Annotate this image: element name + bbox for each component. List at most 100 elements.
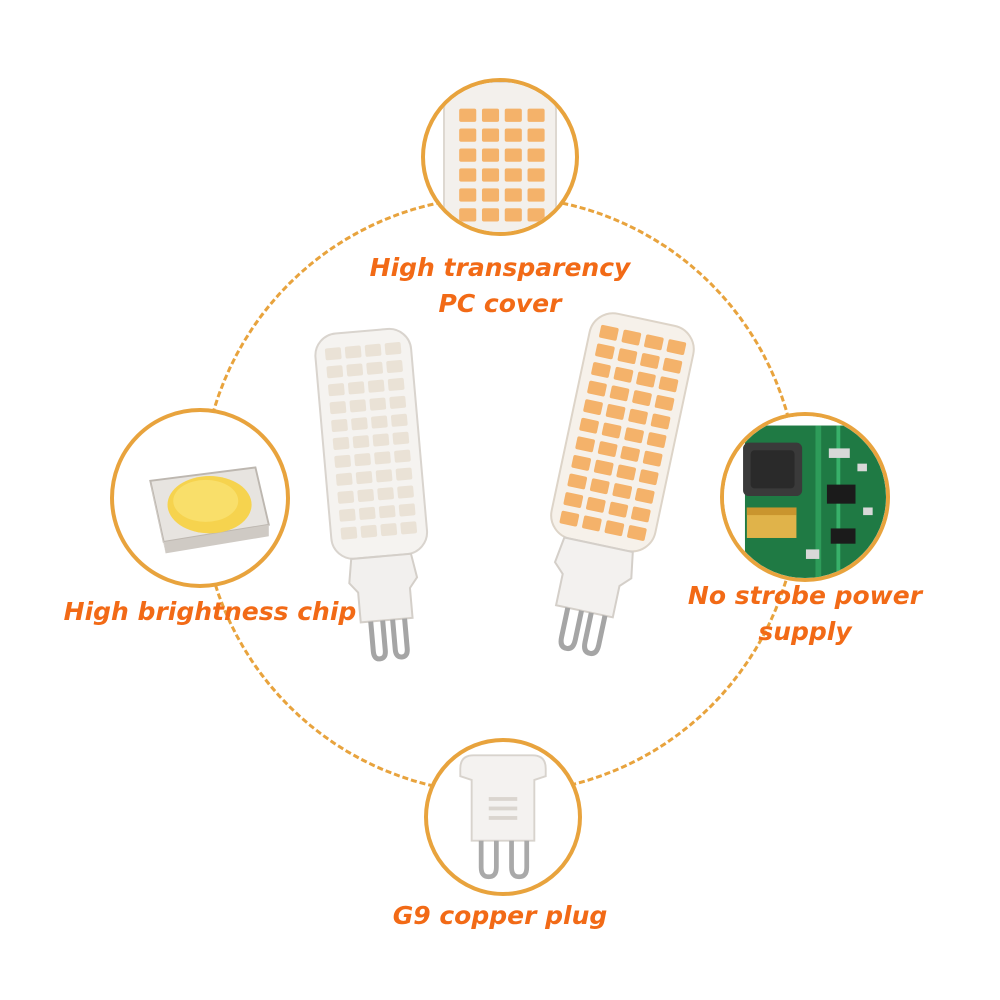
led-cell-icon (481, 108, 500, 122)
led-cell-icon (527, 188, 545, 202)
led-cell-icon (527, 168, 545, 182)
smd-led-chip-icon (110, 408, 290, 588)
led-cell-icon (384, 342, 402, 356)
led-cell-icon (650, 413, 671, 430)
led-cell-icon (605, 404, 626, 420)
led-cell-icon (398, 503, 416, 517)
led-cell-icon (481, 188, 500, 202)
circuit-board-icon (720, 412, 890, 582)
led-cell-icon (559, 510, 580, 527)
led-cell-icon (658, 376, 679, 393)
led-cell-icon (638, 469, 659, 486)
led-cell-icon (504, 208, 522, 222)
led-bulb-warm-icon (505, 306, 715, 676)
led-cell-icon (394, 449, 411, 463)
label-no-strobe-line1: No strobe power (687, 581, 923, 610)
led-cell-icon (392, 431, 410, 445)
led-cell-icon (346, 363, 364, 377)
led-cell-icon (601, 422, 622, 439)
led-cell-icon (583, 399, 603, 416)
led-cell-icon (662, 357, 683, 374)
led-cell-icon (609, 385, 630, 402)
led-cell-icon (563, 492, 584, 508)
label-pc-cover-line1: High transparency (369, 253, 631, 282)
led-cell-icon (567, 473, 588, 490)
led-bulb-cool-icon (298, 318, 468, 678)
led-cell-icon (334, 454, 351, 468)
led-cell-icon (527, 108, 545, 122)
led-cell-icon (459, 148, 477, 162)
led-cell-icon (400, 521, 418, 535)
label-no-strobe-power-supply: No strobe power supply (640, 578, 970, 650)
led-cell-icon (642, 450, 663, 467)
led-cell-icon (591, 362, 611, 378)
pc-cover-icon (421, 78, 579, 236)
led-cell-icon (360, 524, 378, 538)
led-cell-icon (347, 381, 365, 395)
led-cell-icon (481, 168, 500, 182)
led-cell-icon (620, 446, 640, 462)
led-cell-icon (481, 148, 500, 162)
led-cell-icon (328, 383, 345, 397)
led-cell-icon (389, 395, 407, 409)
led-cell-icon (387, 377, 405, 391)
led-cell-icon (597, 441, 618, 457)
label-g9-copper-plug: G9 copper plug (392, 901, 608, 930)
led-cell-icon (604, 520, 625, 537)
led-cell-icon (527, 148, 545, 162)
led-cell-icon (527, 128, 545, 142)
led-cell-icon (504, 188, 522, 202)
led-cell-icon (599, 324, 619, 341)
led-cell-icon (654, 395, 675, 411)
led-cell-icon (587, 380, 607, 397)
led-cell-icon (579, 417, 599, 434)
led-cell-icon (613, 366, 634, 383)
led-cell-icon (628, 408, 648, 425)
led-cell-icon (504, 108, 522, 122)
label-pc-cover-line2: PC cover (438, 289, 562, 318)
led-cell-icon (595, 343, 615, 360)
led-cell-icon (575, 436, 595, 453)
led-cell-icon (646, 432, 667, 448)
led-cell-icon (366, 361, 383, 375)
led-cell-icon (354, 453, 371, 467)
led-cell-icon (378, 505, 396, 519)
led-cell-icon (617, 348, 638, 365)
led-cell-icon (621, 329, 642, 346)
led-cell-icon (616, 464, 636, 481)
led-cell-icon (352, 435, 370, 449)
led-cell-icon (326, 365, 344, 379)
led-cell-icon (636, 371, 656, 388)
led-cell-icon (397, 485, 414, 499)
led-cell-icon (640, 353, 660, 369)
led-cell-icon (339, 508, 356, 522)
led-cell-icon (631, 506, 651, 523)
led-cell-icon (372, 433, 390, 447)
led-cell-icon (593, 459, 614, 476)
led-cell-icon (375, 469, 393, 483)
led-cell-icon (504, 128, 522, 142)
led-cell-icon (634, 487, 655, 504)
led-cell-icon (459, 188, 477, 202)
led-cell-icon (589, 478, 610, 495)
led-cell-icon (380, 523, 398, 537)
led-cell-icon (632, 390, 652, 406)
led-cell-icon (364, 343, 382, 357)
label-high-brightness-chip: High brightness chip (63, 597, 357, 626)
led-cell-icon (344, 345, 362, 359)
led-cell-icon (358, 506, 376, 520)
led-cell-icon (644, 334, 664, 351)
led-cell-icon (367, 379, 385, 393)
led-cell-icon (351, 417, 368, 431)
led-cell-icon (331, 419, 348, 433)
label-no-strobe-line2: supply (758, 617, 852, 646)
led-cell-icon (386, 359, 403, 373)
g9-plug-icon (424, 738, 582, 896)
label-pc-cover: High transparency PC cover (300, 250, 700, 322)
led-cell-icon (349, 399, 367, 413)
led-cell-icon (395, 467, 413, 481)
led-cell-icon (340, 526, 358, 540)
led-cell-icon (459, 128, 477, 142)
led-cell-icon (337, 490, 355, 504)
